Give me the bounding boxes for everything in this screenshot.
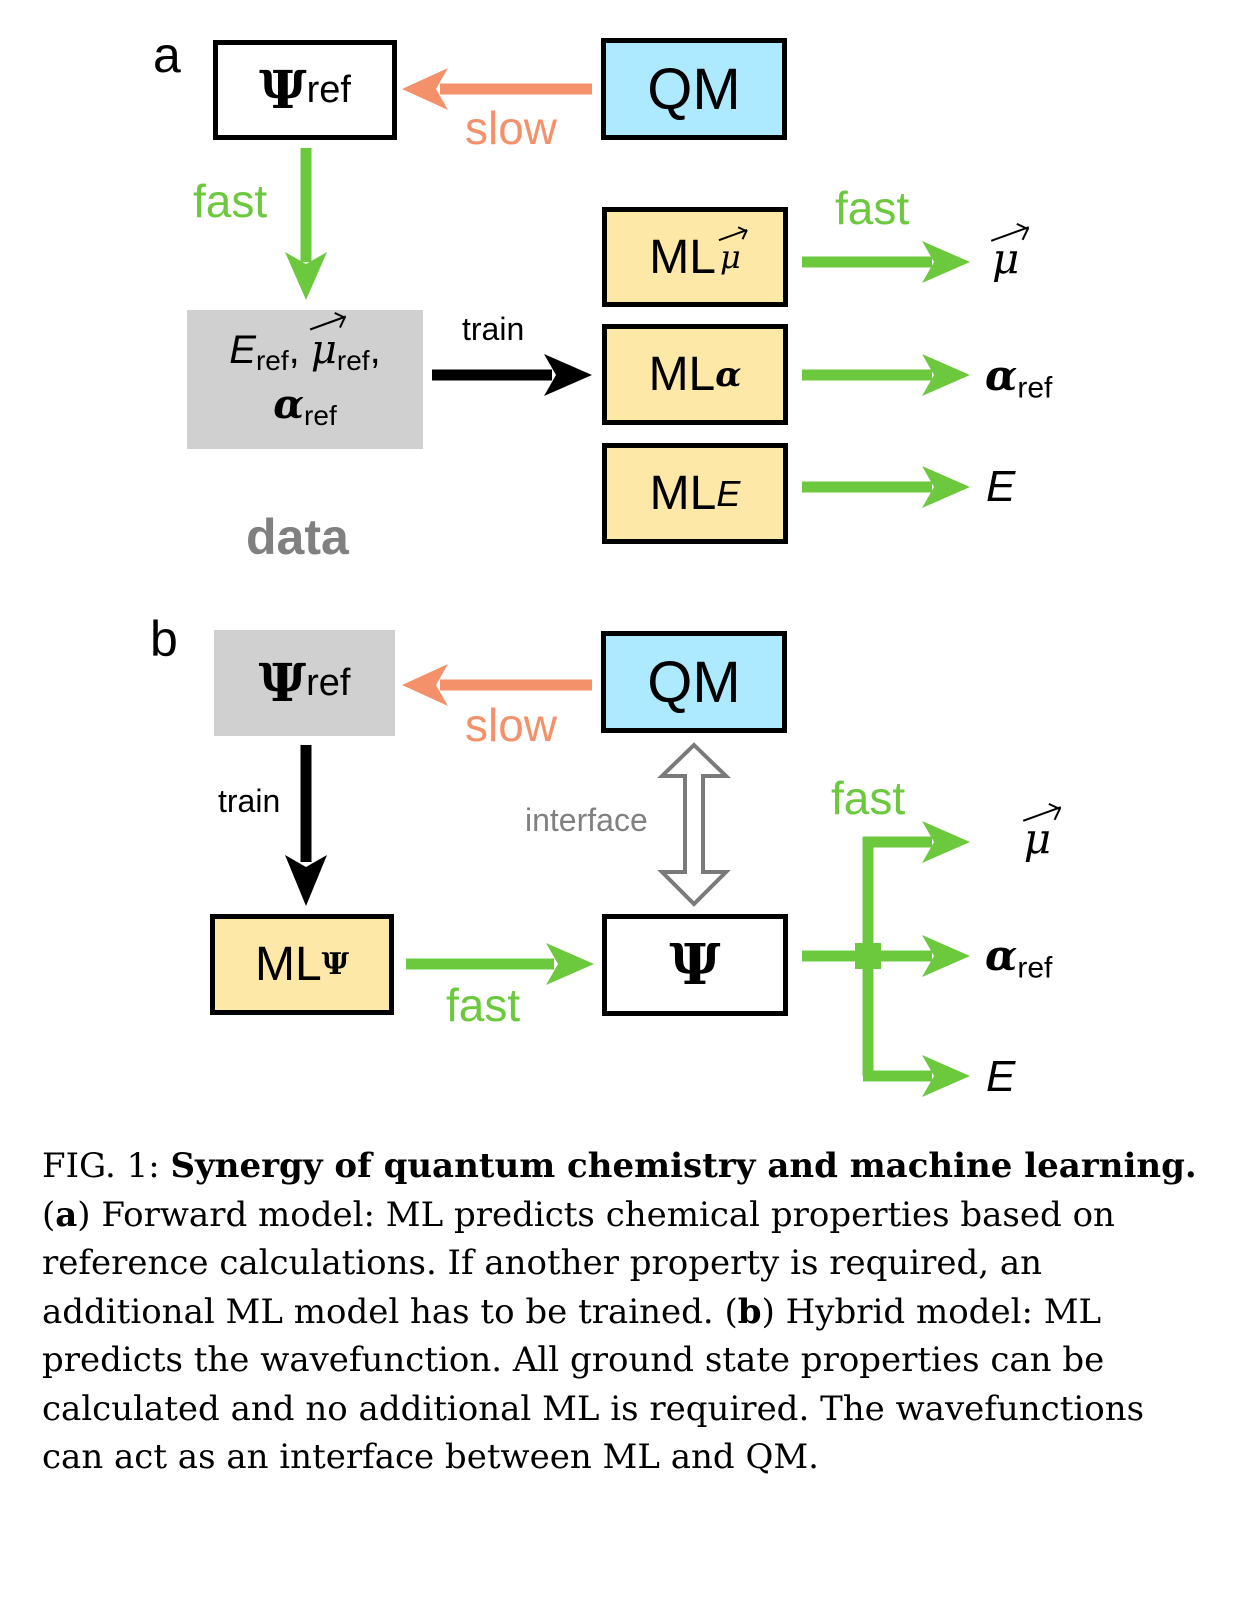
arrow-mlpsi-to-psi-fast	[406, 943, 594, 985]
data-mu: μ	[310, 327, 337, 373]
interface-label: interface	[525, 802, 648, 838]
figure-caption: FIG. 1: Synergy of quantum chemistry and…	[42, 1142, 1212, 1482]
data-label: data	[246, 509, 349, 565]
data-alpha-sub: ref	[304, 400, 337, 431]
qm-label: QM	[647, 56, 741, 122]
caption-b: b	[737, 1291, 762, 1332]
arrow-qm-to-psi-slow-b	[402, 664, 592, 706]
qm-label-b: QM	[647, 649, 741, 715]
output-e-b: E	[986, 1052, 1016, 1101]
output-alpha-b: αref	[985, 935, 1052, 984]
data-box: Eref, μref, αref	[187, 310, 423, 449]
data-mu-sub: ref	[336, 345, 370, 376]
fast-label-right-b: fast	[831, 772, 906, 824]
train-label-b: train	[218, 783, 281, 819]
arrow-out-alpha-a	[802, 354, 970, 396]
slow-label-a: slow	[465, 102, 558, 154]
output-alpha-symbol: α	[985, 351, 1018, 400]
output-e-a: E	[986, 462, 1016, 511]
data-e: E	[229, 328, 256, 372]
train-label-a: train	[462, 311, 525, 347]
caption-text-a: ) Forward model: ML predicts chemical pr…	[42, 1194, 1115, 1332]
psi-box-b: Ψ	[602, 914, 788, 1016]
slow-label-b: slow	[465, 699, 558, 751]
data-comma-2: ,	[369, 328, 381, 372]
data-comma-1: ,	[288, 328, 300, 372]
output-mu-a: μ	[992, 234, 1020, 283]
fast-label-right-a: fast	[835, 182, 910, 234]
caption-fig: FIG. 1:	[42, 1146, 171, 1186]
psi-sub: ref	[306, 68, 351, 111]
arrow-out-mu-a	[802, 241, 970, 283]
arrow-psi-down-fast-a	[285, 148, 327, 300]
psi-sub-b: ref	[306, 661, 351, 704]
qm-box-a: QM	[601, 38, 787, 140]
panel-b-label: b	[150, 611, 178, 667]
output-alpha-symbol-b: α	[985, 931, 1018, 980]
interface-double-arrow	[657, 742, 731, 907]
output-alpha-sub-b: ref	[1017, 951, 1053, 985]
fast-label-mid-b: fast	[446, 979, 521, 1031]
qm-box-b: QM	[601, 631, 787, 733]
ml-psi-label: ML	[254, 938, 322, 991]
ml-psi-sup: Ψ	[321, 947, 350, 982]
caption-open-a: (	[42, 1194, 56, 1235]
ml-mu-sup: μ	[719, 238, 741, 276]
psi-center-symbol: Ψ	[669, 932, 721, 998]
caption-title: Synergy of quantum chemistry and machine…	[170, 1146, 1197, 1186]
arrow-branch-outputs-b	[802, 821, 970, 1097]
ml-alpha-label: ML	[648, 348, 716, 401]
arrow-out-e-a	[802, 466, 970, 508]
arrow-qm-to-psi-slow-a	[402, 68, 592, 110]
caption-a: a	[55, 1194, 78, 1235]
data-alpha: α	[273, 381, 305, 428]
arrows-layer	[285, 68, 970, 1097]
ml-e-sup: E	[716, 472, 741, 514]
data-e-sub: ref	[255, 345, 289, 376]
output-alpha-sub: ref	[1017, 371, 1053, 405]
output-alpha-a: αref	[985, 355, 1052, 404]
arrow-train-a	[432, 354, 592, 396]
ml-alpha-sup: α	[715, 354, 742, 395]
arrow-train-down-b	[285, 745, 327, 906]
fast-label-left-a: fast	[193, 175, 268, 227]
panel-a-label: a	[153, 27, 181, 83]
psi-symbol-b: Ψ	[258, 652, 307, 714]
ml-mu-label: ML	[649, 230, 716, 284]
ml-e-label: ML	[649, 467, 717, 520]
psi-symbol: Ψ	[259, 59, 307, 121]
output-mu-b: μ	[1023, 814, 1052, 863]
caption-text-b: ) Hybrid model: ML predicts the wavefunc…	[42, 1291, 1145, 1478]
